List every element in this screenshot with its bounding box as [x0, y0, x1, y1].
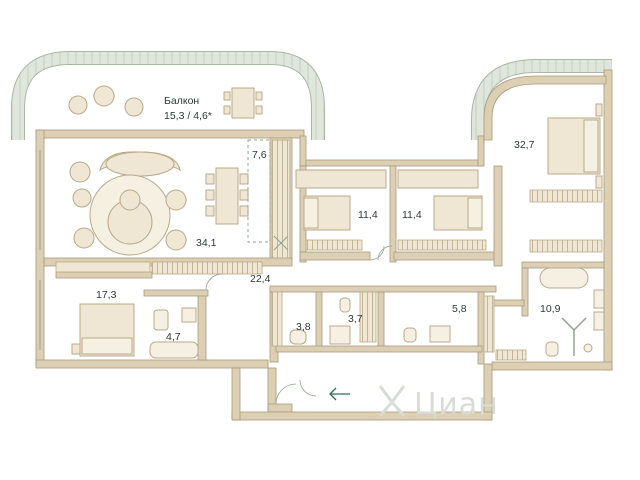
- master-bedroom-furniture: [547, 103, 603, 189]
- room-area-labels: 34,1 7,6 11,4 11,4 32,7 22,4 17,3 4,7 3,…: [96, 139, 561, 343]
- room-area-bedroom-left: 17,3: [96, 289, 117, 301]
- room-area-hall: 22,4: [250, 273, 271, 285]
- room-area-bath-mid: 5,8: [452, 303, 467, 315]
- balcony-left: [11, 51, 325, 140]
- cian-logo-icon: [378, 385, 406, 417]
- entrance-arrow-icon: [329, 387, 350, 401]
- room-area-wc-2: 3,7: [348, 313, 363, 325]
- room-area-master-bath: 10,9: [540, 303, 561, 315]
- balcony-right: [471, 59, 612, 140]
- watermark: Циан: [378, 385, 499, 422]
- room-area-living: 34,1: [196, 237, 217, 249]
- bathroom-fixtures: [149, 267, 605, 359]
- room-area-wc-1: 3,8: [296, 321, 311, 333]
- watermark-text: Циан: [414, 387, 499, 422]
- doors: [205, 245, 393, 405]
- shower-y-divider: [561, 317, 587, 356]
- room-area-bedroom-a: 11,4: [358, 209, 378, 221]
- balcony-title: Балкон: [164, 95, 199, 107]
- room-area-storage: 7,6: [252, 149, 267, 161]
- bedroom-b-furniture: [397, 169, 483, 231]
- room-area-bath-small: 4,7: [166, 331, 181, 343]
- bedroom-left-furniture: [71, 303, 135, 357]
- balcony-label-group: Балкон 15,3 / 4,6*: [164, 95, 212, 122]
- room-area-bedroom-b: 11,4: [402, 209, 422, 221]
- storage-dashed-outline: [247, 139, 271, 243]
- bedroom-a-furniture: [295, 169, 387, 231]
- wardrobes: [55, 189, 603, 361]
- living-room-furniture: [69, 151, 249, 256]
- room-area-master-bedroom: 32,7: [514, 139, 535, 151]
- kitchen-cabinets: [271, 139, 291, 259]
- balcony-area: 15,3 / 4,6*: [164, 110, 212, 122]
